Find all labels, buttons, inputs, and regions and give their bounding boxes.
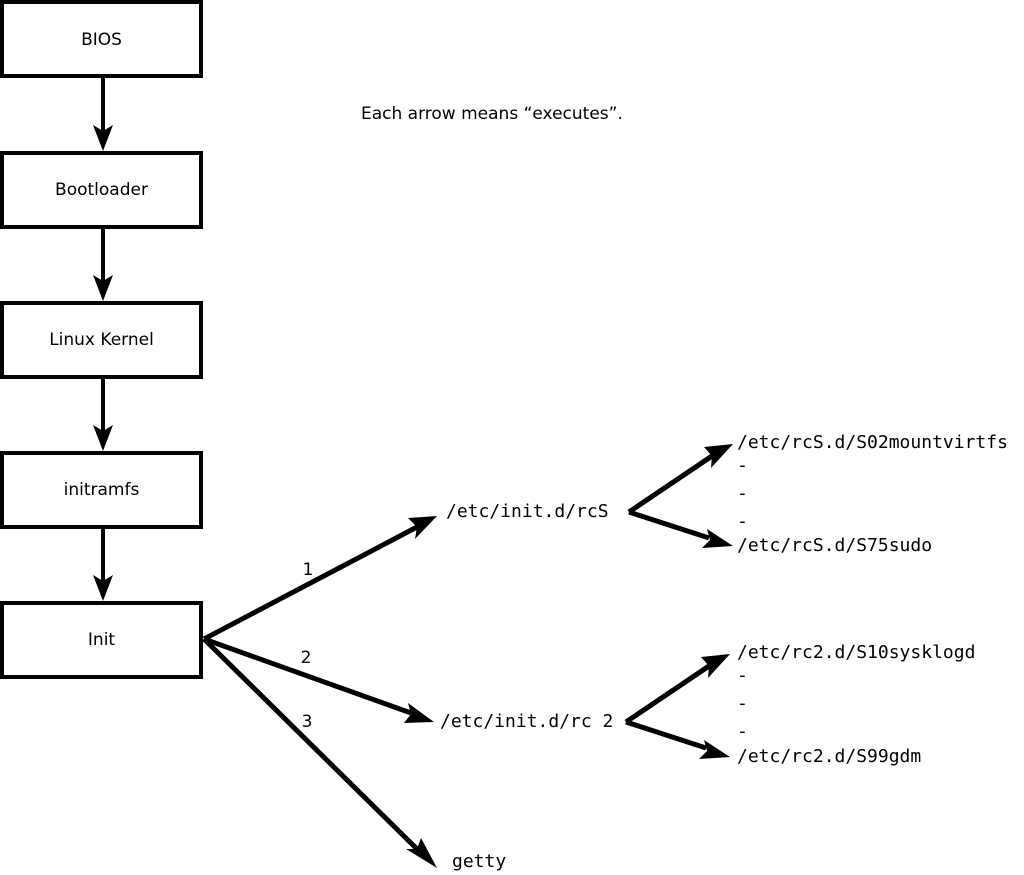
rc2-ellipsis-dash-1: -	[737, 665, 748, 686]
box-label-bios: BIOS	[81, 30, 122, 50]
arrowhead-kernel-to-initramfs	[93, 425, 113, 451]
arrow-initramfs-to-init	[93, 527, 113, 601]
arrow-rcs-to-last-script	[628, 509, 733, 548]
branch-number-3: 3	[302, 712, 313, 732]
arrowhead-rc2-to-last-script	[699, 740, 730, 759]
box-label-bootloader: Bootloader	[55, 180, 148, 200]
arrowhead-rcs-to-first-script	[704, 444, 733, 468]
boot-stage-bootloader: Bootloader	[0, 151, 203, 229]
label-getty: getty	[452, 851, 506, 872]
box-label-linux-kernel: Linux Kernel	[49, 330, 154, 350]
boot-stage-init: Init	[0, 601, 203, 679]
box-outline-init	[0, 601, 203, 679]
rc2-ellipsis-dash-2: -	[737, 693, 748, 714]
arrow-bios-to-bootloader	[93, 76, 113, 151]
arrow-rc2-to-first-script	[624, 654, 730, 725]
arrowhead-bios-to-bootloader	[93, 125, 113, 151]
label-etc-init-d-rcs: /etc/init.d/rcS	[446, 501, 609, 522]
label-rc2-script-first: /etc/rc2.d/S10sysklogd	[737, 642, 975, 663]
diagram-caption: Each arrow means “executes”.	[361, 104, 623, 124]
box-outline-initramfs	[0, 451, 203, 529]
label-rcs-script-last: /etc/rcS.d/S75sudo	[737, 535, 932, 556]
box-label-initramfs: initramfs	[64, 480, 140, 500]
label-rcs-script-first: /etc/rcS.d/S02mountvirtfs	[737, 432, 1008, 453]
arrowhead-init-to-rc2	[404, 703, 434, 723]
arrowhead-init-to-rcs	[408, 516, 437, 539]
rcs-ellipsis-dash-1: -	[737, 455, 748, 476]
arrow-kernel-to-initramfs	[93, 377, 113, 451]
arrow-rc2-to-last-script	[625, 719, 730, 759]
arrowhead-bootloader-to-kernel	[93, 275, 113, 301]
rcs-ellipsis-dash-2: -	[737, 483, 748, 504]
rc2-ellipsis-dash-3: -	[737, 721, 748, 742]
label-rc2-script-last: /etc/rc2.d/S99gdm	[737, 746, 921, 767]
arrowhead-initramfs-to-init	[93, 575, 113, 601]
arrow-rcs-to-first-script	[627, 444, 733, 515]
boot-stage-bios: BIOS	[0, 0, 203, 78]
arrow-init-to-getty: 3	[202, 637, 437, 868]
arrow-init-to-rc2: 2	[203, 636, 434, 723]
box-label-init: Init	[88, 630, 116, 650]
arrow-bootloader-to-kernel	[93, 227, 113, 301]
arrowhead-init-to-getty	[406, 838, 437, 868]
branch-number-2: 2	[301, 648, 312, 668]
label-etc-init-d-rc-2: /etc/init.d/rc 2	[440, 711, 613, 732]
arrowhead-rcs-to-last-script	[702, 529, 733, 548]
branch-number-1: 1	[303, 560, 314, 580]
boot-stage-initramfs: initramfs	[0, 451, 203, 529]
rcs-ellipsis-dash-3: -	[737, 511, 748, 532]
boot-stage-linux-kernel: Linux Kernel	[0, 301, 203, 379]
arrow-init-to-rcs: 1	[202, 516, 437, 642]
box-outline-bios	[0, 0, 203, 78]
arrowhead-rc2-to-first-script	[701, 654, 730, 678]
